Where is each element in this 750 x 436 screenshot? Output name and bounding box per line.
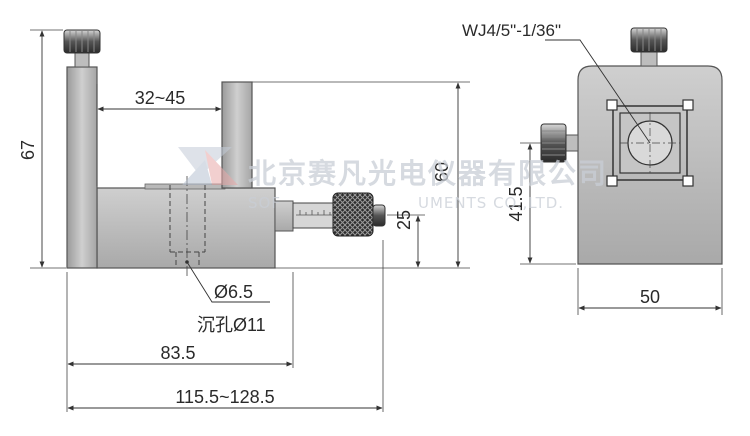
base-block xyxy=(96,187,276,269)
front-view: WJ4/5"-1/36" 41.5 50 xyxy=(462,21,723,315)
side-extension-lines xyxy=(30,29,470,412)
watermark-company-en-left: SOF xyxy=(248,194,281,212)
thread-leader xyxy=(545,39,651,144)
dim-50: 50 xyxy=(640,287,660,307)
top-screw-knurl xyxy=(69,31,95,52)
top-screw-shank xyxy=(74,51,90,68)
watermark-company-en-right: UMENTS CO.,LTD. xyxy=(418,194,564,212)
dim-60: 60 xyxy=(432,162,452,182)
fixed-bar xyxy=(66,66,98,269)
watermark-company-cn: 北京赛凡光电仪器有限公司 xyxy=(248,157,608,190)
dim-counterbore: 沉孔Ø11 xyxy=(197,315,266,335)
dim-83-5: 83.5 xyxy=(160,343,195,363)
micrometer-graduations xyxy=(296,210,332,216)
dim-32-45: 32~45 xyxy=(135,88,186,108)
front-side-screw-shank xyxy=(565,134,579,152)
micrometer-thimble xyxy=(332,192,374,237)
dim-41-5: 41.5 xyxy=(506,186,526,221)
watermark-logo xyxy=(178,147,238,185)
side-view: 67 60 25 32~45 Ø6.5 沉孔Ø11 83.5 115.5~128… xyxy=(18,29,470,412)
front-top-screw-shank xyxy=(640,51,658,67)
dim-67: 67 xyxy=(18,140,38,160)
counterbore-hidden-lines xyxy=(169,185,206,267)
micrometer-sleeve xyxy=(292,202,334,229)
watermark: 北京赛凡光电仪器有限公司 SOF UMENTS CO.,LTD. xyxy=(178,147,608,212)
dim-25: 25 xyxy=(394,210,414,230)
front-extension-lines xyxy=(520,142,723,315)
clamp-frame-outer xyxy=(612,105,688,181)
dim-hole: Ø6.5 xyxy=(214,282,253,302)
hole-leader xyxy=(186,261,270,303)
clamp-frame-corners xyxy=(606,99,694,187)
front-top-screw-knurl xyxy=(636,29,662,51)
movable-bar xyxy=(221,81,253,189)
dim-115-5-128-5: 115.5~128.5 xyxy=(175,387,274,407)
front-side-screw-knurl xyxy=(542,130,565,156)
dim-thread: WJ4/5"-1/36" xyxy=(462,21,561,40)
micrometer-cap xyxy=(372,204,386,227)
